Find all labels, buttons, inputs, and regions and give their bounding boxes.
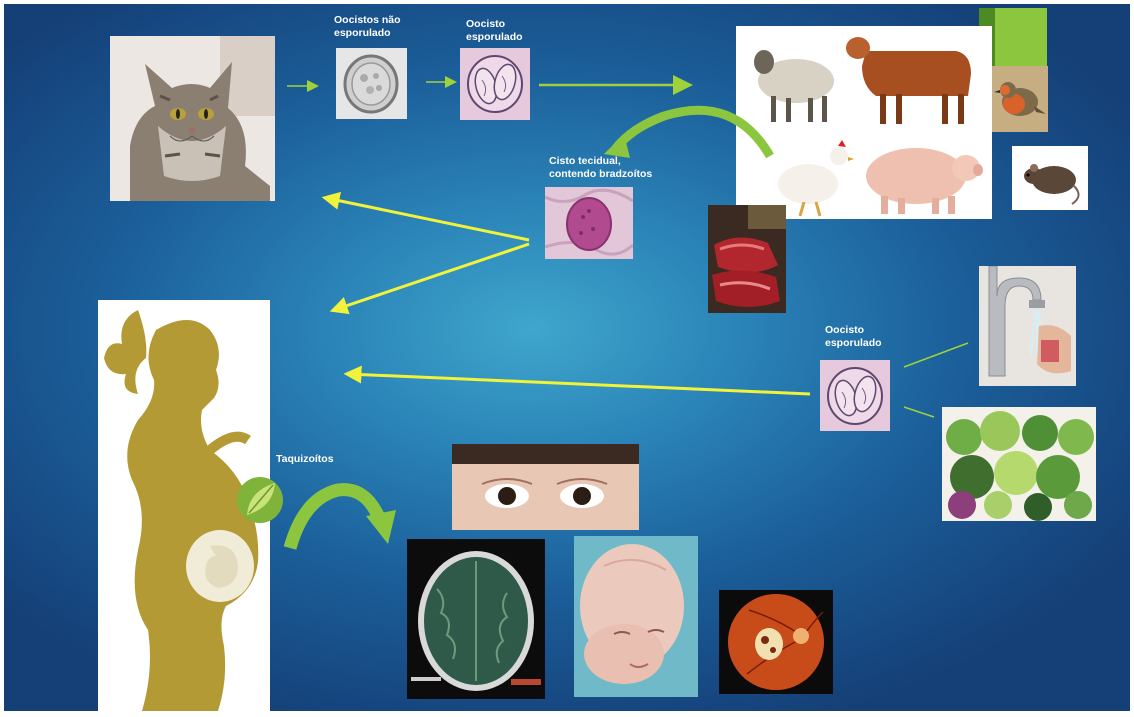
slide-background: Oocistos não esporulado Oocisto esporula… [4,4,1130,711]
curved-arrow-hosts-to-cyst [616,110,770,156]
curved-arrow-to-consequences [290,490,380,548]
arrow-oocyst-to-woman [348,374,810,394]
line-water-to-oocyst [904,343,968,367]
line-vegetables-to-oocyst [904,407,934,417]
arrow-cyst-to-cat [326,198,529,240]
flow-arrows [4,4,1130,711]
arrow-cyst-to-woman [334,244,529,310]
